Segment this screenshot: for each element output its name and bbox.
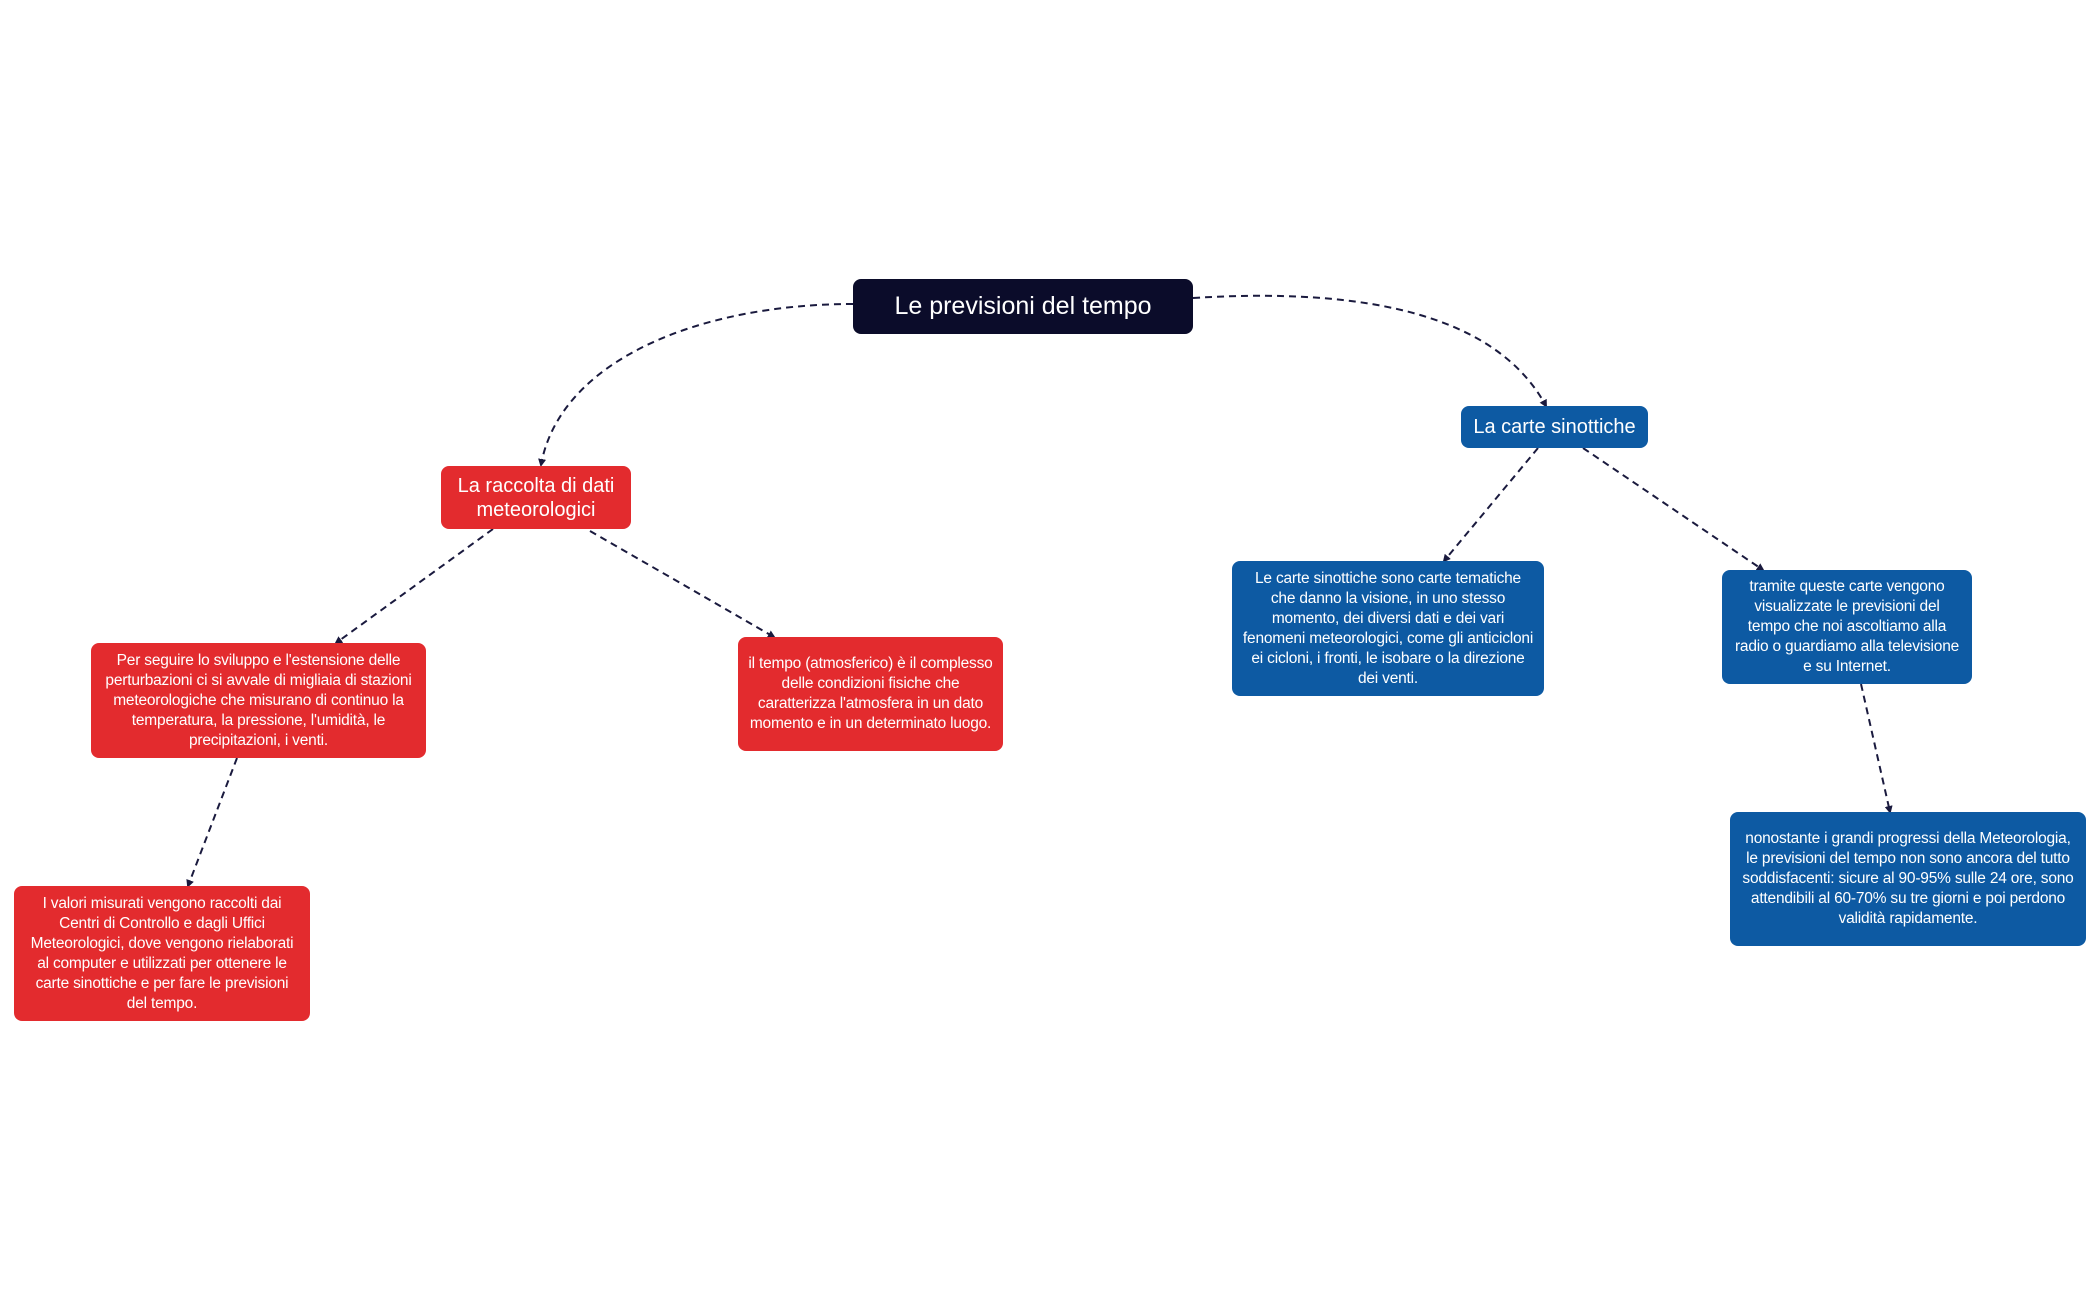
tramite-carte-text: tramite queste carte vengono visualizzat… — [1734, 578, 1960, 675]
connector-carte-to-tramite — [1582, 447, 1765, 572]
valori-misurati-text: I valori misurati vengono raccolti dai C… — [30, 894, 294, 1012]
carte-sinottiche-label: La carte sinottiche — [1473, 416, 1636, 438]
connector-perturbazioni-to-valori — [186, 757, 238, 888]
root-node-label: Le previsioni del tempo — [894, 292, 1152, 320]
progressi-meteorologia-text: nonostante i grandi progressi della Mete… — [1742, 830, 2074, 927]
raccolta-dati-node[interactable]: La raccolta di dati meteorologici — [441, 466, 631, 529]
connector-raccolta-to-perturbazioni — [334, 528, 494, 645]
valori-misurati-node[interactable]: I valori misurati vengono raccolti dai C… — [14, 886, 310, 1021]
progressi-meteorologia-node[interactable]: nonostante i grandi progressi della Mete… — [1730, 812, 2086, 946]
tempo-atmosferico-text: il tempo (atmosferico) è il complesso de… — [748, 655, 993, 732]
carte-sinottiche-node[interactable]: La carte sinottiche — [1461, 406, 1648, 448]
connector-raccolta-to-tempo — [589, 530, 776, 638]
tramite-carte-node[interactable]: tramite queste carte vengono visualizzat… — [1722, 570, 1972, 684]
raccolta-dati-label: La raccolta di dati meteorologici — [457, 474, 615, 521]
root-node[interactable]: Le previsioni del tempo — [853, 279, 1193, 334]
definizione-carte-node[interactable]: Le carte sinottiche sono carte tematiche… — [1232, 561, 1544, 696]
connector-carte-to-definizione — [1442, 447, 1539, 563]
perturbazioni-text: Per seguire lo sviluppo e l'estensione d… — [105, 651, 412, 749]
perturbazioni-node[interactable]: Per seguire lo sviluppo e l'estensione d… — [91, 643, 426, 758]
connector-tramite-to-progressi — [1860, 683, 1893, 814]
connector-root-to-raccolta — [538, 303, 854, 467]
tempo-atmosferico-node[interactable]: il tempo (atmosferico) è il complesso de… — [738, 637, 1003, 751]
definizione-carte-text: Le carte sinottiche sono carte tematiche… — [1242, 569, 1534, 687]
connector-root-to-carte — [1192, 294, 1547, 408]
